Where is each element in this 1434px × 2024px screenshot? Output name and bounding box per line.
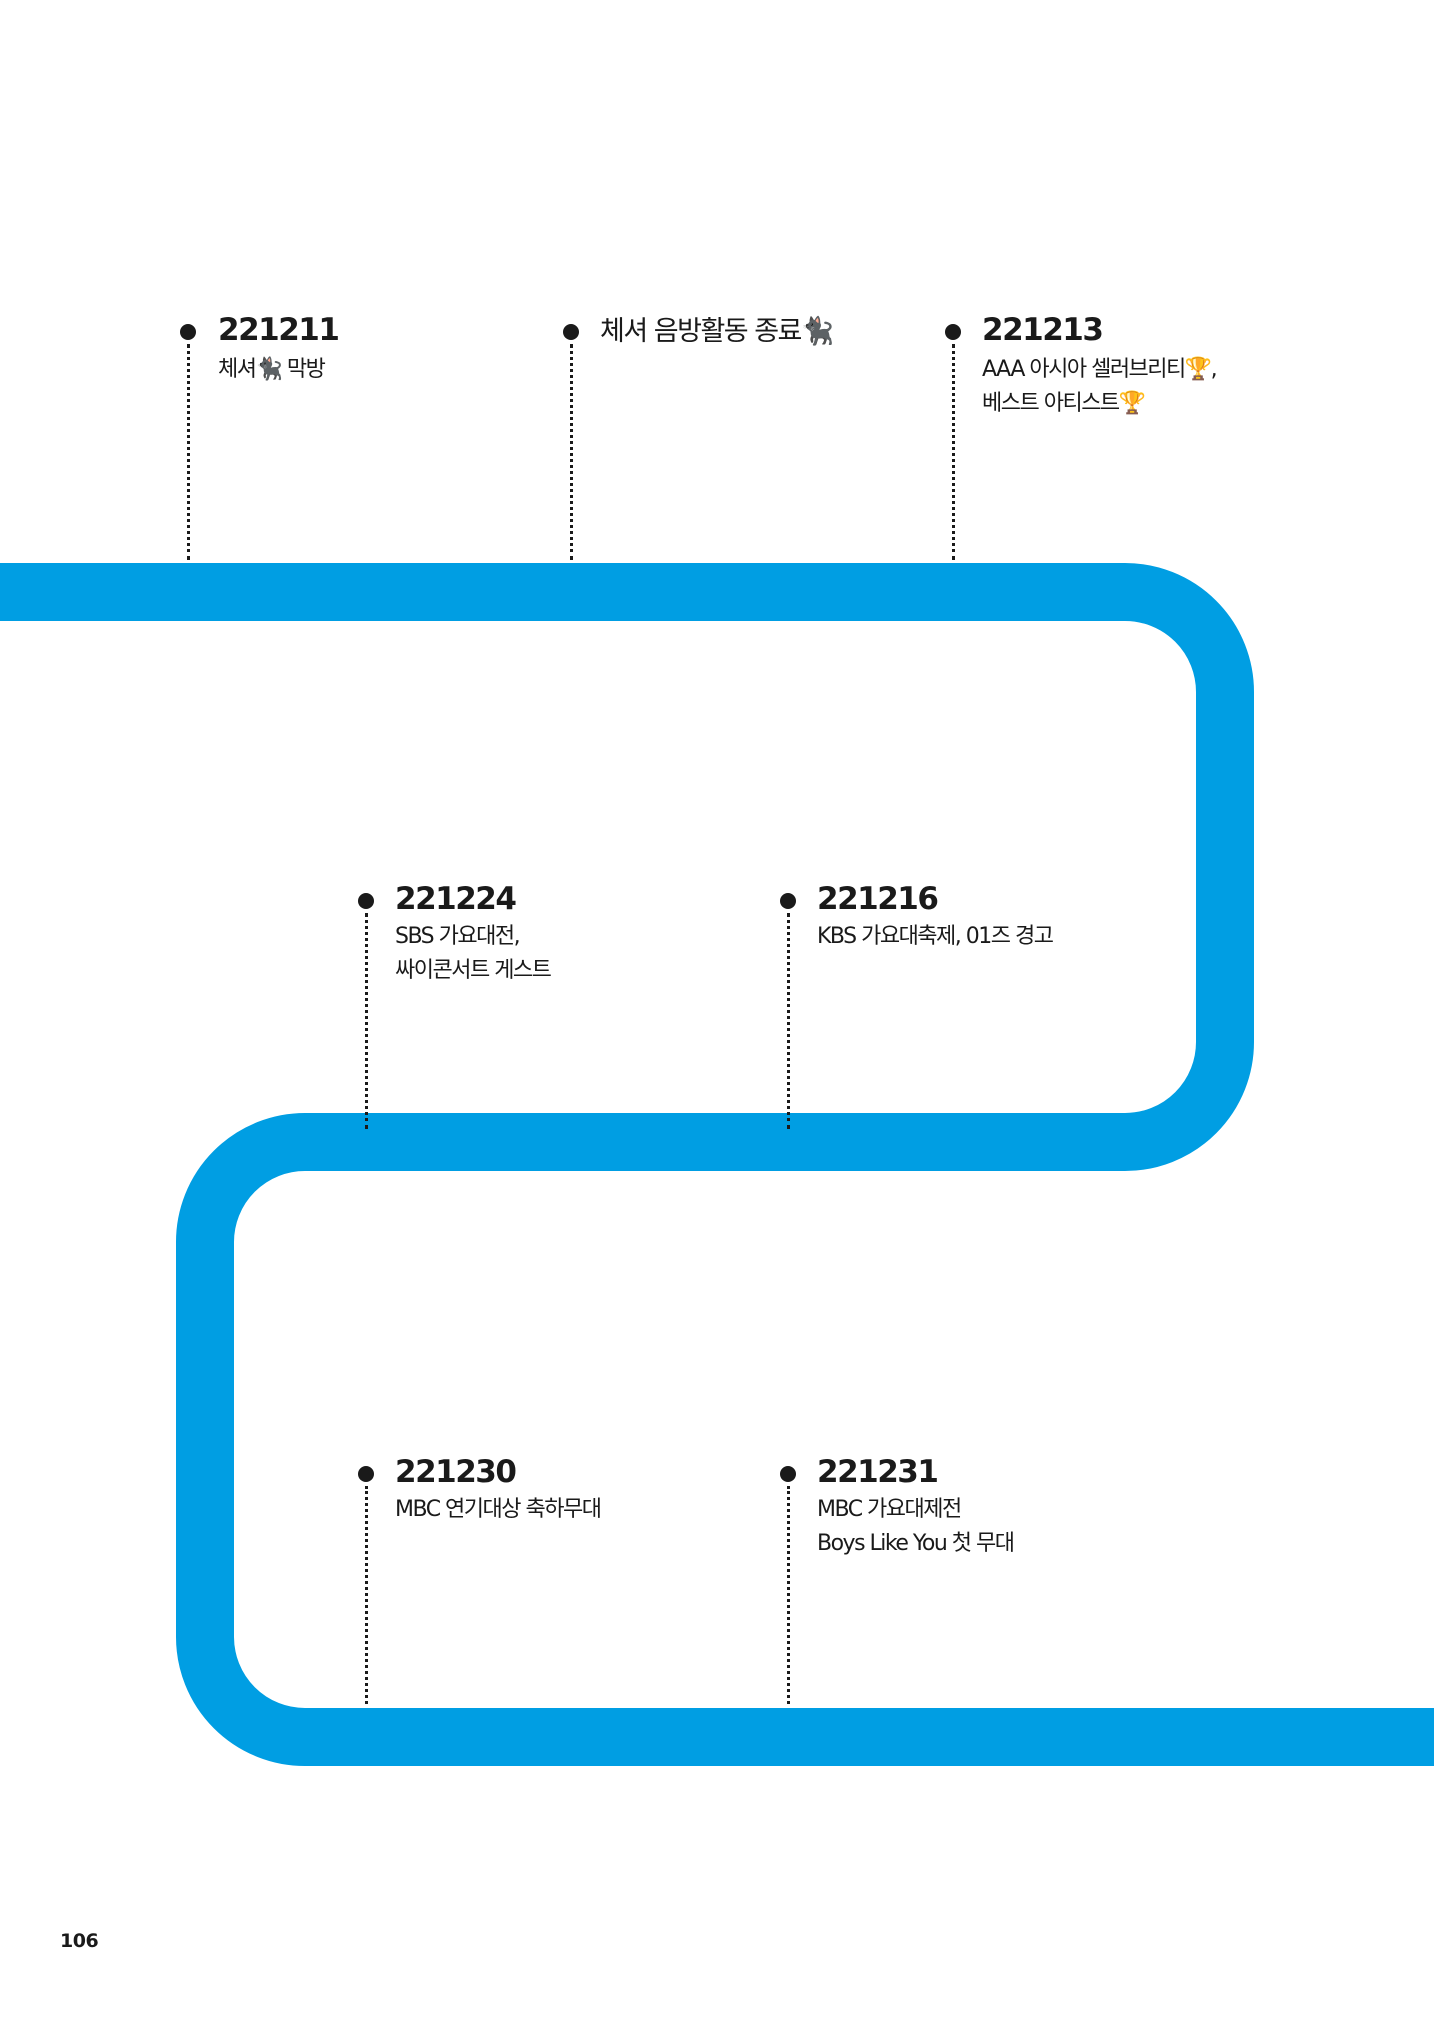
timeline-dot (358, 1466, 374, 1482)
timeline-connector (952, 344, 955, 560)
event-description-line: SBS 가요대전, (395, 924, 521, 949)
timeline-connector (787, 913, 790, 1129)
event-description-line: 싸이콘서트 게스트 (395, 958, 552, 983)
timeline-dot (358, 893, 374, 909)
timeline-connector (365, 913, 368, 1129)
timeline-dot (780, 893, 796, 909)
timeline-connector (187, 344, 190, 560)
event-description-line: MBC 가요대제전 (817, 1497, 962, 1522)
event-description: MBC 가요대제전 Boys Like You 첫 무대 (817, 1493, 1015, 1561)
timeline-connector (787, 1486, 790, 1704)
event-description: 체셔🐈‍⬛ 막방 (218, 353, 326, 387)
timeline-dot (563, 324, 579, 340)
event-description: KBS 가요대축제, 01즈 경고 (817, 920, 1054, 954)
timeline-dot (180, 324, 196, 340)
timeline-dot (780, 1466, 796, 1482)
event-date: 221230 (395, 1454, 517, 1490)
event-description: SBS 가요대전, 싸이콘서트 게스트 (395, 920, 552, 988)
event-description-line: 베스트 아티스트🏆 (982, 391, 1146, 416)
timeline-road-path (0, 563, 1434, 1766)
event-description: AAA 아시아 셀러브리티🏆, 베스트 아티스트🏆 (982, 353, 1218, 421)
event-description-line: AAA 아시아 셀러브리티🏆, (982, 357, 1218, 382)
event-description-line: 체셔🐈‍⬛ 막방 (218, 357, 326, 382)
event-date: 221231 (817, 1454, 939, 1490)
event-description-line: KBS 가요대축제, 01즈 경고 (817, 924, 1054, 949)
timeline-connector (570, 344, 573, 560)
event-date: 221211 (218, 312, 340, 348)
event-date: 221216 (817, 881, 939, 917)
event-title: 체셔 음방활동 종료🐈‍⬛ (600, 316, 835, 347)
event-description: MBC 연기대상 축하무대 (395, 1493, 602, 1527)
timeline-connector (365, 1486, 368, 1704)
event-description-line: Boys Like You 첫 무대 (817, 1531, 1015, 1556)
event-description-line: MBC 연기대상 축하무대 (395, 1497, 602, 1522)
event-date: 221224 (395, 881, 517, 917)
event-date: 221213 (982, 312, 1104, 348)
timeline-dot (945, 324, 961, 340)
page-number: 106 (60, 1930, 99, 1952)
